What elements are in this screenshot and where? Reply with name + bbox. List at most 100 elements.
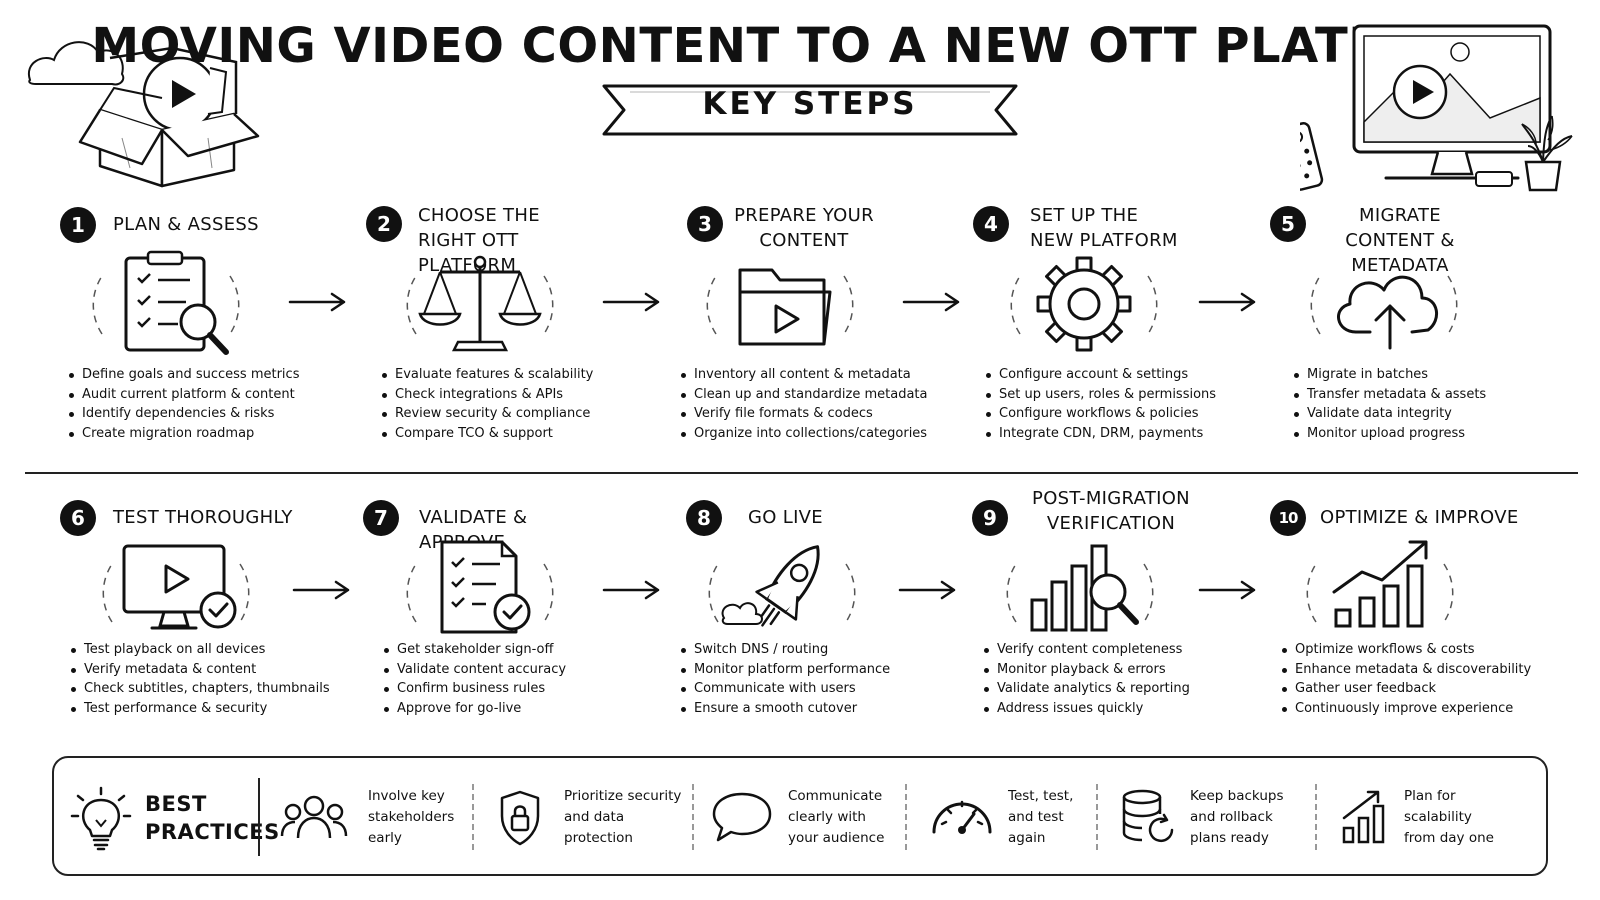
best-practice-text: Plan for scalability from day one — [1404, 788, 1494, 846]
video-folder-icon — [706, 268, 854, 346]
bullet: Review security & compliance — [381, 404, 593, 424]
arrow-right-icon — [602, 580, 660, 600]
step-bullets: Configure account & settings Set up user… — [985, 365, 1216, 443]
bullet: Monitor playback & errors — [983, 660, 1190, 680]
shield-lock-icon — [500, 790, 540, 846]
bullet: Test playback on all devices — [70, 640, 330, 660]
step-number: 9 — [972, 500, 1008, 536]
gauge-icon — [932, 800, 992, 834]
step-title: GO LIVE — [748, 507, 823, 528]
bullet: Transfer metadata & assets — [1293, 385, 1486, 405]
best-practice-text: Keep backups and rollback plans ready — [1190, 788, 1284, 846]
ribbon-banner — [602, 84, 1018, 136]
divider — [692, 784, 694, 850]
bullet: Validate data integrity — [1293, 404, 1486, 424]
bullet: Enhance metadata & discoverability — [1281, 660, 1531, 680]
bullet: Continuously improve experience — [1281, 699, 1531, 719]
step-bullets: Optimize workflows & costs Enhance metad… — [1281, 640, 1531, 718]
database-backup-icon — [1122, 789, 1174, 843]
bullet: Switch DNS / routing — [680, 640, 890, 660]
step-bullets: Define goals and success metrics Audit c… — [68, 365, 299, 443]
speech-bubble-icon — [712, 792, 772, 842]
best-practices-panel — [52, 756, 1548, 876]
bullet: Clean up and standardize metadata — [680, 385, 927, 405]
bullet: Evaluate features & scalability — [381, 365, 593, 385]
arrow-right-icon — [292, 580, 350, 600]
bullet: Get stakeholder sign-off — [383, 640, 566, 660]
gear-icon — [1010, 256, 1158, 352]
bullet: Validate analytics & reporting — [983, 679, 1190, 699]
step-title: TEST THOROUGHLY — [113, 507, 293, 528]
step-title: POST-MIGRATION VERIFICATION — [1032, 488, 1190, 534]
bullet: Check integrations & APIs — [381, 385, 593, 405]
bullet: Monitor upload progress — [1293, 424, 1486, 444]
bullet: Set up users, roles & permissions — [985, 385, 1216, 405]
bullet: Verify metadata & content — [70, 660, 330, 680]
arrow-right-icon — [602, 292, 660, 312]
bullet: Configure account & settings — [985, 365, 1216, 385]
bar-chart-magnifier-icon — [1006, 544, 1154, 632]
page-subtitle: KEY STEPS — [702, 86, 918, 122]
content-box-illustration-icon — [27, 41, 260, 188]
step-bullets: Evaluate features & scalability Check in… — [381, 365, 593, 443]
cloud-upload-icon — [1310, 275, 1458, 350]
divider — [1315, 784, 1317, 850]
arrow-right-icon — [1198, 292, 1256, 312]
step-bullets: Migrate in batches Transfer metadata & a… — [1293, 365, 1486, 443]
tv-remote-illustration-icon — [1300, 24, 1573, 192]
bullet: Migrate in batches — [1293, 365, 1486, 385]
divider — [1096, 784, 1098, 850]
page-title: MOVING VIDEO CONTENT TO A NEW OTT PLATFO… — [91, 18, 1509, 74]
step-number: 6 — [60, 500, 96, 536]
clipboard-magnifier-icon — [92, 250, 240, 355]
bullet: Approve for go-live — [383, 699, 566, 719]
bullet: Optimize workflows & costs — [1281, 640, 1531, 660]
arrow-right-icon — [898, 580, 956, 600]
monitor-check-icon — [102, 544, 250, 630]
step-title: MIGRATE CONTENT & METADATA — [1345, 205, 1455, 276]
step-number: 2 — [366, 206, 402, 242]
best-practice-text: Communicate clearly with your audience — [788, 788, 885, 846]
best-practice-text: Involve key stakeholders early — [368, 788, 455, 846]
bullet: Audit current platform & content — [68, 385, 299, 405]
step-bullets: Switch DNS / routing Monitor platform pe… — [680, 640, 890, 718]
best-practice-text: Prioritize security and data protection — [564, 788, 682, 846]
step-bullets: Test playback on all devices Verify meta… — [70, 640, 330, 718]
step-number: 4 — [973, 206, 1009, 242]
growth-chart-icon — [1306, 540, 1454, 628]
bullet: Inventory all content & metadata — [680, 365, 927, 385]
rocket-icon — [708, 545, 856, 627]
best-practices-heading: BEST PRACTICES — [145, 792, 280, 844]
step-title: OPTIMIZE & IMPROVE — [1320, 507, 1519, 528]
divider — [258, 778, 260, 856]
bullet: Integrate CDN, DRM, payments — [985, 424, 1216, 444]
bullet: Verify file formats & codecs — [680, 404, 927, 424]
bullet: Confirm business rules — [383, 679, 566, 699]
bullet: Configure workflows & policies — [985, 404, 1216, 424]
people-icon — [280, 795, 348, 839]
bullet: Gather user feedback — [1281, 679, 1531, 699]
step-bullets: Inventory all content & metadata Clean u… — [680, 365, 927, 443]
arrow-right-icon — [902, 292, 960, 312]
bullet: Compare TCO & support — [381, 424, 593, 444]
lightbulb-icon — [70, 786, 132, 851]
step-number: 7 — [363, 500, 399, 536]
step-number: 3 — [687, 206, 723, 242]
step-title: PLAN & ASSESS — [113, 214, 259, 235]
step-title: PREPARE YOUR CONTENT — [734, 205, 874, 251]
bullet: Organize into collections/categories — [680, 424, 927, 444]
scales-icon — [406, 255, 554, 352]
step-bullets: Get stakeholder sign-off Validate conten… — [383, 640, 566, 718]
scalability-chart-icon — [1342, 790, 1385, 844]
row-divider — [25, 472, 1578, 474]
arrow-right-icon — [288, 292, 346, 312]
bullet: Address issues quickly — [983, 699, 1190, 719]
bullet: Monitor platform performance — [680, 660, 890, 680]
step-number: 5 — [1270, 206, 1306, 242]
bullet: Check subtitles, chapters, thumbnails — [70, 679, 330, 699]
step-number: 10 — [1270, 500, 1306, 536]
divider — [472, 784, 474, 850]
arrow-right-icon — [1198, 580, 1256, 600]
divider — [905, 784, 907, 850]
bullet: Validate content accuracy — [383, 660, 566, 680]
